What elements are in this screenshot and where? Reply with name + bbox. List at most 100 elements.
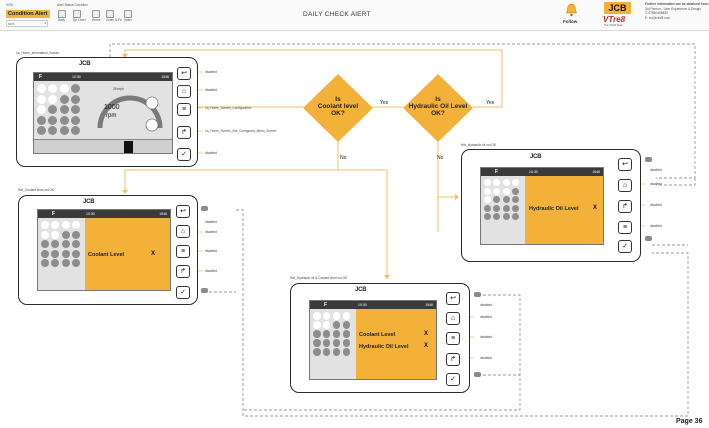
link-label: disabled	[205, 70, 217, 74]
forward-icon: ↱	[622, 203, 628, 210]
decision-line: Is	[335, 96, 341, 103]
link-label: disabled	[205, 88, 217, 92]
decision-hydraulic-text: Is Hydraulic Oil Level OK?	[403, 96, 473, 117]
link-label: disabled	[205, 230, 217, 234]
status-bar: F 10:30 1546	[38, 210, 170, 218]
back-button[interactable]: ↩	[618, 158, 632, 171]
forward-button[interactable]: ↱	[618, 200, 632, 213]
home-screen-device: JCB F 10:30 1546 25 mph 1000 rpm ↩ ⌂ ≡ ↱…	[16, 57, 198, 167]
decision-line: Coolant level	[317, 103, 359, 110]
hydraulic-display: F 10:30 1546 Hydraulic Oil Level X	[480, 167, 604, 245]
home-button[interactable]: ⌂	[176, 225, 190, 238]
coolant-display: F 10:30 1546 Coolant Level X	[37, 209, 171, 291]
hydraulic-alert-text: Hydraulic Oil Level	[529, 206, 579, 212]
home-icon: ⌂	[180, 228, 186, 235]
page-title: DAILY CHECK AlERT	[303, 11, 371, 18]
decision-line: Is	[435, 96, 441, 103]
fault-x-icon: X	[593, 205, 598, 211]
warning-lamp-grid	[484, 179, 520, 220]
up-level-icon	[73, 10, 81, 18]
fuel-icon: F	[52, 211, 56, 217]
connector-plug-icon	[474, 372, 481, 377]
confirm-button[interactable]: ✓	[177, 148, 191, 161]
home-icon	[92, 10, 100, 18]
selected-softkey	[124, 141, 133, 153]
fault-x-icon: X	[424, 343, 429, 349]
rpm-value: 1000	[104, 104, 120, 111]
both-alert-display: F 10:30 1546 Coolant Level X Hydraulic O…	[309, 300, 437, 380]
decision-hydraulic-diamond	[403, 74, 473, 142]
back-button[interactable]: ↩	[446, 292, 460, 305]
check-icon: ✓	[450, 376, 456, 383]
warning-lamp-grid	[313, 312, 351, 356]
jcb-logo: JCB	[604, 2, 631, 14]
link-label: 1a_Home_Screen_Not_Configured_Menu_Scree…	[205, 129, 277, 133]
menu-button[interactable]: ≡	[446, 332, 460, 345]
menu-button[interactable]: ≡	[618, 221, 632, 234]
follow-button[interactable]	[565, 3, 578, 17]
home-button[interactable]: ⌂	[177, 85, 191, 98]
softkey-bar	[34, 139, 172, 153]
back-button[interactable]: ↩	[177, 67, 191, 80]
menu-button[interactable]: ≡	[177, 103, 191, 116]
temperature-icon	[145, 96, 159, 110]
clock-time: 10:30	[358, 303, 367, 307]
coolant-alert-text: Coolant Level	[359, 332, 396, 338]
menu-icon: ≡	[622, 224, 628, 231]
toolbar-up-level[interactable]: Up Level	[73, 10, 86, 22]
confirm-button[interactable]: ✓	[176, 286, 190, 299]
hour-meter: 1546	[592, 170, 600, 174]
clock-time: 10:30	[86, 212, 95, 216]
home-button[interactable]: ⌂	[446, 312, 460, 325]
check-icon: ✓	[180, 289, 186, 296]
menu-icon: ≡	[181, 106, 187, 113]
forward-button[interactable]: ↱	[177, 126, 191, 139]
toolbar-zoom-fit[interactable]: Zoom & Fit	[106, 10, 122, 22]
coolant-screen-device: JCB F 10:30 1546 Coolant Level X ↩ ⌂ ≡ ↱…	[18, 195, 198, 305]
jcb-mark: JCB	[530, 154, 542, 160]
link-line	[656, 178, 696, 186]
home-display: F 10:30 1546 25 mph 1000 rpm	[33, 72, 173, 154]
back-button[interactable]: ↩	[176, 205, 190, 218]
toolbar-index-label: Index	[124, 18, 132, 22]
toolbar-home[interactable]: Home	[92, 10, 101, 22]
contact-block: Further information can be obtained from…	[645, 2, 709, 20]
back-icon: ↩	[450, 295, 456, 302]
home-button[interactable]: ⌂	[618, 179, 632, 192]
follow-label: Follow	[563, 19, 578, 24]
toolbar-index[interactable]: Index	[124, 10, 132, 22]
toolbar-back[interactable]: Back	[58, 10, 66, 22]
coolant-alert-text: Coolant Level	[88, 252, 125, 258]
dropdown-value: MCS	[8, 21, 15, 26]
forward-button[interactable]: ↱	[446, 353, 460, 366]
link-label: disabled	[480, 356, 492, 360]
alert-panel: Coolant Level X	[85, 218, 170, 290]
page-number: Page 36	[676, 418, 703, 425]
view-dropdown[interactable]: MCS ▾	[6, 20, 48, 27]
back-icon	[58, 10, 66, 18]
toolbar-back-label: Back	[58, 18, 66, 22]
speed-readout: 25 mph	[113, 87, 124, 91]
forward-button[interactable]: ↱	[176, 265, 190, 278]
rpm-gauge	[97, 95, 163, 132]
status-bar: F 10:30 1546	[34, 73, 172, 81]
link-label: disabled	[205, 249, 217, 253]
menu-button[interactable]: ≡	[176, 245, 190, 258]
contact-line: Further information can be obtained from…	[645, 2, 709, 6]
app-name: VOS	[6, 3, 13, 7]
no-label: No	[340, 155, 347, 161]
chevron-down-icon: ▾	[44, 21, 46, 25]
link-label: disabled	[650, 168, 662, 172]
connector-plug-icon	[645, 157, 652, 162]
fuel-icon: F	[495, 169, 499, 175]
connector-plug-icon	[645, 236, 652, 241]
contact-line: E: sol@vtre8.com	[645, 15, 671, 20]
jcb-mark: JCB	[83, 199, 95, 205]
hour-meter: 1546	[159, 212, 167, 216]
rpm-unit: rpm	[106, 113, 117, 119]
confirm-button[interactable]: ✓	[446, 373, 460, 386]
link-label: disabled	[480, 303, 492, 307]
status-bar: F 10:30 1546	[310, 301, 436, 309]
confirm-button[interactable]: ✓	[618, 240, 632, 253]
